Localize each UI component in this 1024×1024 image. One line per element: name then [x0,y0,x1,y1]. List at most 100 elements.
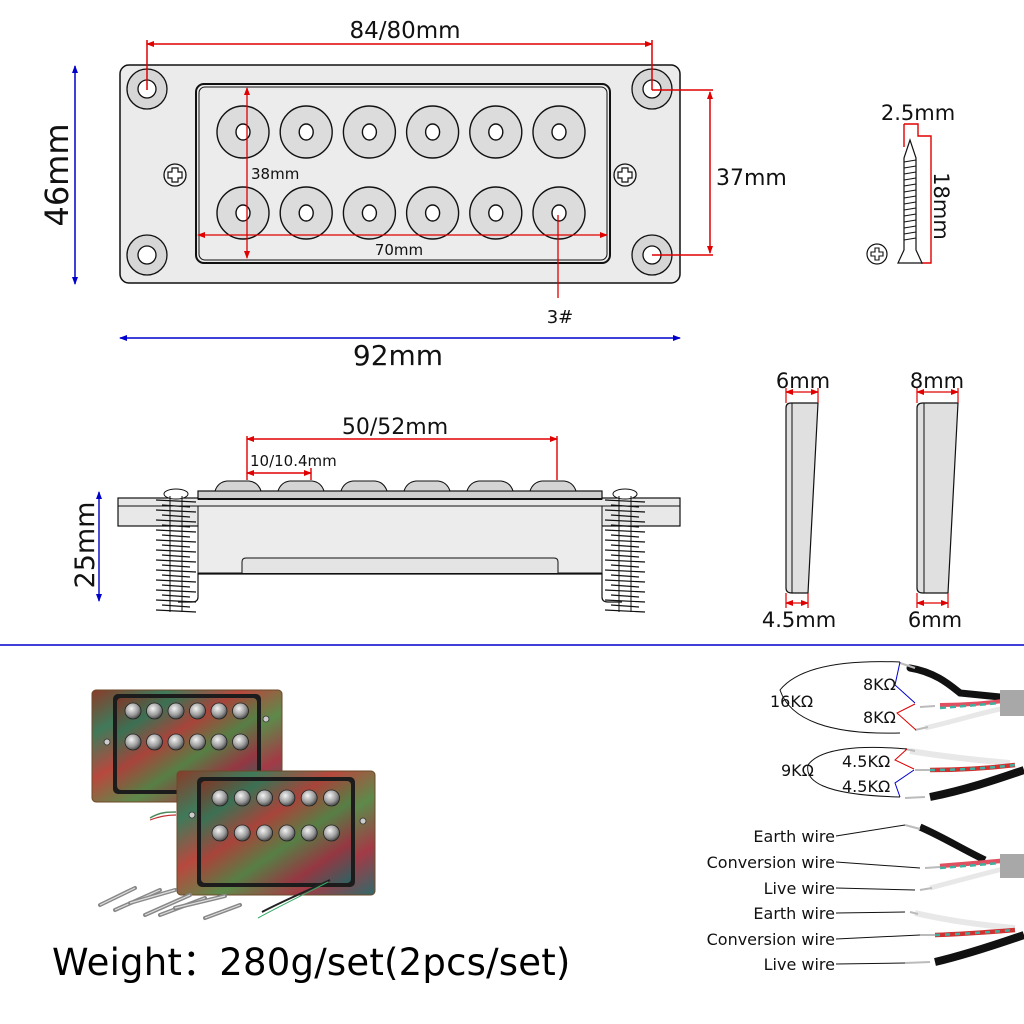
pole-photo [233,824,251,842]
pole-photo [146,702,163,720]
pole-piece [469,186,523,240]
resistance-coil-1a: 8KΩ [863,675,896,694]
resistance-total-2: 9KΩ [781,761,814,780]
pole-piece [405,105,460,159]
side-cover-top [197,490,603,500]
side-pole-dome [277,480,325,492]
pole-piece [532,186,586,240]
wire-label: Earth wire [753,904,835,923]
wire-leader [835,911,906,914]
dim-pole-span: 50/52mm [342,415,448,440]
resistance-coil-2a: 4.5KΩ [842,752,890,771]
wire-label: Live wire [764,955,835,974]
pole-photo [278,789,296,807]
wire-label: Conversion wire [707,853,835,872]
loose-screws [98,886,242,920]
taper-bridge-top: 8mm [910,369,964,393]
wire-leader [835,824,906,837]
side-view: 50/52mm 10/10.4mm 25mm [70,415,681,613]
pole-photo [323,824,340,842]
dim-screw-diameter: 2.5mm [881,101,955,125]
pole-photo [256,789,274,807]
pole-photo [278,824,296,842]
spring [604,488,646,613]
pole-photo [300,824,318,842]
screw-threads [903,159,917,241]
pickups-photo [91,689,376,920]
pole-label: 3# [547,307,574,328]
pole-pieces [216,105,586,240]
weight-label: Weight：280g/set(2pcs/set) [52,941,571,984]
side-pole-pieces [214,480,577,492]
side-pole-dome [466,480,514,492]
resistance-diagram: 16KΩ 8KΩ 8KΩ 9KΩ 4.5KΩ 4.5KΩ [770,661,1024,801]
pole-piece [216,105,270,159]
taper-bridge: 8mm 6mm [908,369,964,632]
pole-photo [189,702,206,720]
wire-leader [835,962,906,965]
dim-side-height: 25mm [70,502,101,589]
cover-screw-right [613,163,637,187]
phillips-head-icon [866,243,888,265]
pole-photo [167,702,185,720]
mounting-screw: 2.5mm 18mm [866,101,955,265]
pole-photo [210,702,228,720]
side-pole-dome [214,480,262,492]
pole-photo [233,789,251,807]
wire-leader [835,887,916,891]
resistance-coil-1b: 8KΩ [863,708,896,727]
taper-neck-bottom: 4.5mm [762,608,836,632]
pole-piece [532,105,586,159]
wire-leader [835,861,921,869]
side-pole-dome [529,480,577,492]
pole-photo [124,733,142,751]
pole-piece [279,186,333,240]
pole-piece [279,105,333,159]
cable-2 [904,748,1024,801]
pole-photo [167,733,185,751]
cable-3 [904,823,1024,891]
pole-photo [211,789,229,807]
side-pole-dome [340,480,388,492]
top-view: 84/80mm 37mm 46mm 92mm 38mm 70mm 3# [38,18,787,372]
resistance-coil-2b: 4.5KΩ [842,777,890,796]
taper-neck-top: 6mm [776,369,830,393]
taper-neck: 6mm 4.5mm [762,369,836,632]
dim-pole-pitch: 10/10.4mm [250,452,337,470]
dim-total-width: 92mm [353,339,443,372]
wire-label: Live wire [764,879,835,898]
wire-label: Conversion wire [707,930,835,949]
pole-photo [256,824,274,842]
cover-screw-left [163,163,187,187]
pole-piece [216,186,270,240]
pole-photo [211,824,229,842]
wire-leader [835,934,921,940]
pole-piece [469,105,523,159]
cable-1 [899,662,1024,731]
pole-piece [342,186,397,240]
pole-piece [342,105,397,159]
dim-vertical-spacing: 37mm [716,166,787,191]
pole-piece [405,186,460,240]
pickup-front [176,770,376,896]
dim-inner-width: 70mm [375,241,423,259]
pole-photo [210,733,228,751]
spring [155,488,197,613]
dim-mount-spacing: 84/80mm [349,18,460,44]
height-springs [155,488,646,613]
pole-photo [124,702,142,720]
pole-photo [300,789,318,807]
pole-photo [232,702,249,720]
dim-inner-height: 38mm [251,165,299,183]
mounting-hole [126,234,168,276]
pole-photo [146,733,163,751]
dim-total-height: 46mm [38,123,76,226]
dim-screw-length: 18mm [929,172,953,240]
pole-photo [232,733,249,751]
cable-4 [904,910,1024,966]
pole-photo [323,789,340,807]
wire-label: Earth wire [753,827,835,846]
side-pole-dome [403,480,451,492]
